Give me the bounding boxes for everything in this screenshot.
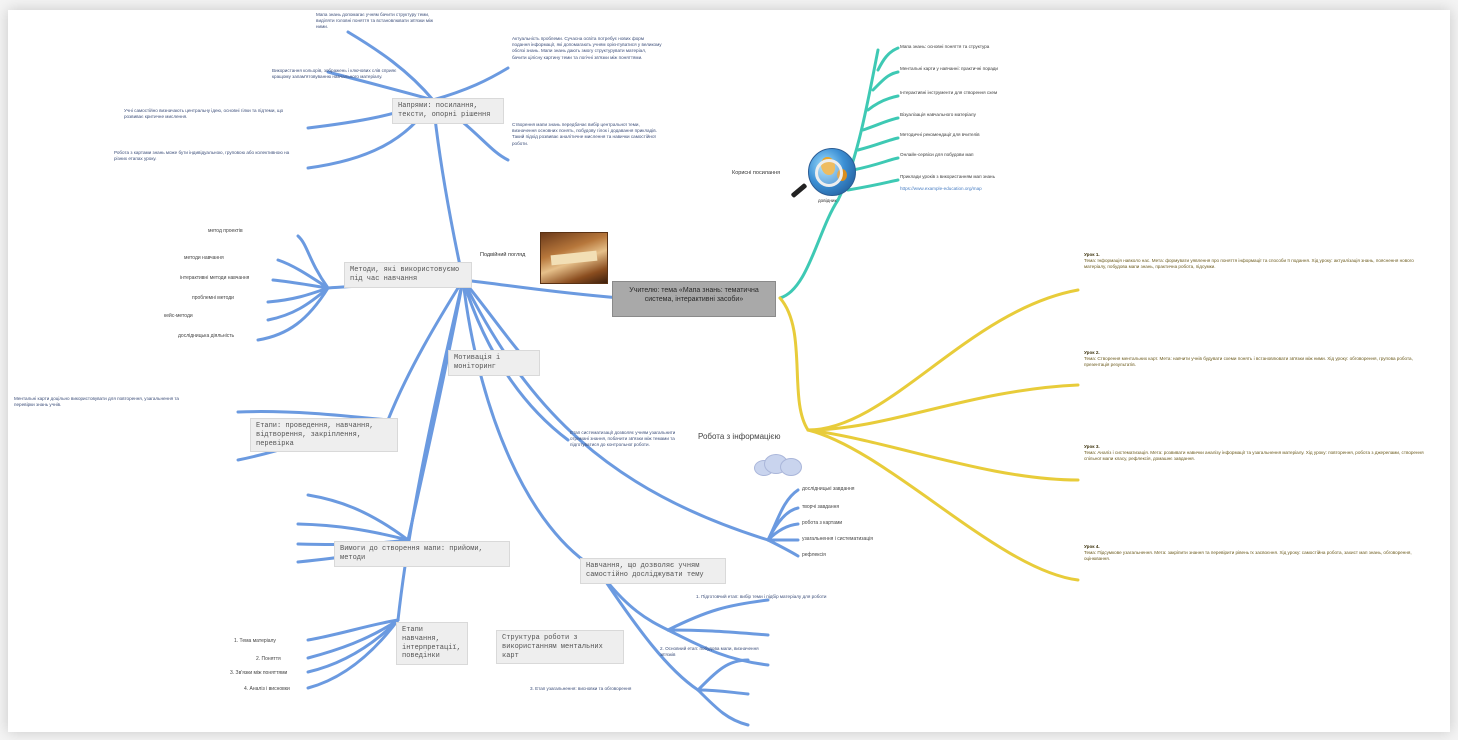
branch-box-7[interactable]: Структура роботи з використанням менталь… [496, 630, 624, 665]
cloud-icon [750, 452, 804, 476]
left-text-5: Ментальні карти доцільно використовувати… [14, 396, 179, 408]
link-2[interactable]: Ментальні карти у навчанні: практичні по… [900, 66, 998, 71]
left-text-2: Використання кольорів, зображень і ключо… [272, 68, 397, 80]
lesson-body-2: Тема: Створення ментальних карт. Мета: н… [1084, 356, 1413, 368]
lesson-title-4: Урок 4. [1084, 544, 1100, 549]
mind-map-canvas: Учителю: тема «Мапа знань: тематична сис… [8, 10, 1450, 732]
stage-item-2: 2. Основний етап: побудова мапи, визначе… [660, 646, 759, 658]
left-text-3: Учні самостійно визначають центральну ід… [124, 108, 284, 120]
method-item-6: метод проектів [208, 228, 243, 234]
top-mid-text: Актуальність проблеми. Сучасна освіта по… [512, 36, 662, 60]
branch-box-4[interactable]: Етапи: проведення, навчання, відтворення… [250, 418, 398, 453]
books-image [540, 232, 608, 284]
lesson-title-2: Урок 2. [1084, 350, 1100, 355]
branch-box-6[interactable]: Етапи навчання, інтерпретації, поведінки [396, 622, 468, 665]
link-4[interactable]: Візуалізація навчального матеріалу [900, 112, 976, 117]
branch-box-2[interactable]: Методи, які використовуємо під час навча… [344, 262, 472, 288]
link-7[interactable]: Приклади уроків з використанням мап знан… [900, 174, 995, 179]
structure-item-3: 3. Зв'язки між поняттями [230, 670, 288, 676]
method-item-3: проблемні методи [192, 295, 234, 301]
link-6[interactable]: Онлайн-сервіси для побудови мап [900, 152, 974, 157]
structure-item-4: 4. Аналіз і висновки [244, 686, 290, 692]
lesson-block-1: Урок 1. Тема: Інформація навколо нас. Ме… [1084, 252, 1424, 322]
lesson-block-4: Урок 4. Тема: Підсумкове узагальнення. М… [1084, 544, 1424, 616]
lower-mid-text: Етап систематизації дозволяє учням узага… [570, 430, 676, 448]
method-item-1: методи навчання [184, 255, 224, 261]
globe-caption: довідник [818, 198, 837, 203]
lesson-block-3: Урок 3. Тема: Аналіз і систематизація. М… [1084, 444, 1440, 536]
branch-box-5[interactable]: Вимоги до створення мапи: прийоми, метод… [334, 541, 510, 567]
task-item-2: творчі завдання [802, 504, 840, 510]
branch-box-1[interactable]: Напрями: посилання, тексти, опорні рішен… [392, 98, 504, 124]
books-label: Подвійний погляд [480, 252, 526, 258]
globe-icon [808, 148, 856, 196]
method-item-5: дослідницька діяльність [178, 333, 235, 339]
lesson-body-3: Тема: Аналіз і систематизація. Мета: роз… [1084, 450, 1424, 462]
link-5[interactable]: Методичні рекомендації для вчителів [900, 132, 980, 137]
branch-box-8[interactable]: Навчання, що дозволяє учням самостійно д… [580, 558, 726, 584]
lesson-title-3: Урок 3. [1084, 444, 1100, 449]
link-url[interactable]: https://www.example-education.org/map [900, 186, 982, 191]
task-item-5: рефлексія [802, 552, 826, 558]
method-item-4: кейс-методи [164, 313, 193, 319]
lesson-body-1: Тема: Інформація навколо нас. Мета: форм… [1084, 258, 1414, 270]
mid-text: Створення мапи знань передбачає вибір це… [512, 122, 657, 146]
task-item-3: робота з картами [802, 520, 843, 526]
lesson-body-4: Тема: Підсумкове узагальнення. Мета: зак… [1084, 550, 1412, 562]
stage-item-3: 3. Етап узагальнення: висновки та обгово… [530, 686, 632, 691]
structure-item-2: 2. Поняття [256, 656, 281, 662]
central-topic[interactable]: Учителю: тема «Мапа знань: тематична сис… [612, 281, 776, 317]
task-item-4: узагальнення і систематизація [802, 536, 874, 542]
structure-item-1: 1. Тема матеріалу [234, 638, 276, 644]
link-3[interactable]: Інтерактивні інструменти для створення с… [900, 90, 998, 95]
globe-label: Корисні посилання [732, 170, 781, 176]
left-text-1: Мапа знань допомагає учням бачити структ… [316, 12, 434, 30]
link-1[interactable]: Мапа знань: основні поняття та структура [900, 44, 990, 49]
lesson-block-2: Урок 2. Тема: Створення ментальних карт.… [1084, 350, 1424, 412]
task-item-1: дослідницькі завдання [802, 486, 855, 492]
cloud-label: Робота з інформацією [698, 432, 781, 441]
lesson-title-1: Урок 1. [1084, 252, 1100, 257]
left-text-4: Робота з картами знань може бути індивід… [114, 150, 290, 162]
branch-box-3[interactable]: Мотивація і моніторинг [448, 350, 540, 376]
method-item-2: інтерактивні методи навчання [180, 275, 250, 281]
stage-item-1: 1. Підготовчий етап: вибір теми і підбір… [696, 594, 827, 599]
